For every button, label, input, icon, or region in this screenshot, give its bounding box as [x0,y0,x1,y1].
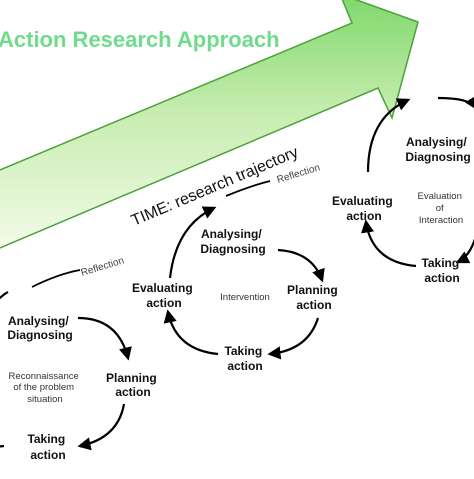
cycle-1-arrow-in [0,291,9,300]
reflection-connector-2 [225,180,271,197]
cycle-3-arrow-to-taking [455,238,474,264]
cycle-1-arrow-to-taking [77,403,126,451]
cycle-1: Analysing/ Diagnosing Planning action Ta… [0,291,160,462]
cycle-3-taking-label: Taking action [421,256,462,285]
cycle-2-arrow-to-evaluating [163,309,219,356]
cycle-2: Evaluating action Analysing/ Diagnosing … [132,206,341,373]
reflection-label-1: Reflection [80,255,126,279]
cycle-2-taking-label: Taking action [224,344,265,373]
cycle-1-center-note: Reconnaissance of the problem situation [9,371,82,405]
cycle-2-planning-label: Planning action [287,283,341,312]
diagram-title: Action Research Approach [0,27,280,52]
time-arrow [0,0,419,249]
cycle-3: Evaluating action Analysing/ Diagnosing … [332,95,474,285]
cycle-1-taking-label: Taking action [27,432,68,462]
cycle-3-analysing-label: Analysing/ Diagnosing [405,135,470,164]
cycle-3-arrow-out-top [437,95,474,111]
cycle-3-arrow-to-analysing [366,98,411,173]
cycle-1-arrow-to-planning [77,316,132,361]
reflection-connector-1 [31,269,81,288]
cycle-3-arrow-to-evaluating [361,219,417,268]
cycle-2-arrow-to-analysing [168,206,217,279]
cycle-2-center-note: Intervention [220,292,270,303]
cycle-3-evaluating-label: Evaluating action [332,194,396,223]
cycle-2-analysing-label: Analysing/ Diagnosing [200,227,265,256]
cycle-3-center-note: Evaluation of Interaction [417,191,464,226]
cycle-1-planning-label: Planning action [106,371,160,399]
cycle-1-arrow-out [0,444,5,448]
cycle-2-arrow-to-planning [277,248,325,283]
cycle-2-arrow-to-taking [267,317,320,360]
cycle-1-analysing-label: Analysing/ Diagnosing [7,314,72,342]
cycle-2-evaluating-label: Evaluating action [132,281,196,310]
